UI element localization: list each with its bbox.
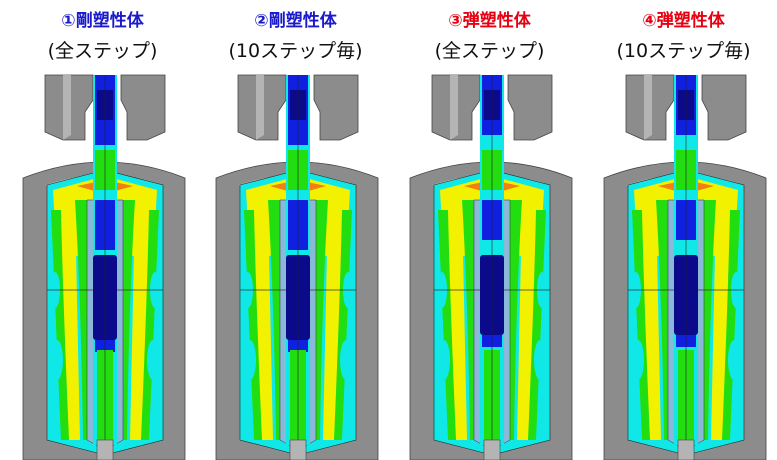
panel-subtitle: (10ステップ毎) [228,40,363,62]
panel-subtitle: (全ステップ) [47,40,158,62]
ejector-pin [96,439,114,460]
panel-3: ③弾塑性体 (全ステップ) [392,0,587,460]
workpiece-rod [480,75,504,445]
panel-title: ④弾塑性体 [642,11,725,31]
panel-4: ④弾塑性体 (10ステップ毎) [586,0,777,460]
workpiece-rod [93,75,117,445]
ejector-pin [289,439,307,460]
simulation-image [215,74,379,460]
panel-title: ①剛塑性体 [61,11,144,31]
simulation-image [603,74,767,460]
panel-subtitle: (10ステップ毎) [616,40,751,62]
ejector-pin [677,439,695,460]
ejector-pin [483,439,501,460]
workpiece-rod [286,75,310,445]
punch [431,74,553,141]
panel-title: ②剛塑性体 [254,11,337,31]
simulation-image [22,74,186,460]
simulation-image [409,74,573,460]
punch [237,74,359,141]
panel-2: ②剛塑性体 (10ステップ毎) [198,0,393,460]
panel-subtitle: (全ステップ) [434,40,545,62]
panel-title: ③弾塑性体 [448,11,531,31]
punch [44,74,166,141]
workpiece-rod [674,75,698,445]
panel-1: ①剛塑性体 (全ステップ) [5,0,200,460]
